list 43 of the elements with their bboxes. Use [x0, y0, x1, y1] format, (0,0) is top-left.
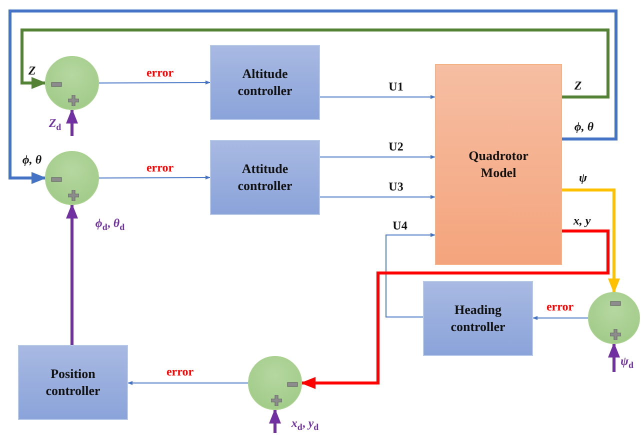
model-block: Quadrotor Model [435, 64, 562, 265]
arrow [386, 233, 436, 318]
edge-label: error [146, 160, 174, 176]
summing-junction [45, 151, 99, 205]
arrow [98, 80, 210, 85]
arrow [66, 108, 78, 136]
edge-label: U3 [388, 180, 404, 194]
controller-block: Heading controller [423, 281, 533, 356]
arrow [320, 195, 436, 199]
edge-label: U4 [392, 218, 408, 234]
controller-block: Altitude controller [210, 45, 320, 120]
arrow [66, 204, 78, 345]
edge-label: Z [574, 78, 582, 94]
edge-label: error [166, 364, 194, 380]
edge-label: error [146, 66, 174, 80]
signal-label: Z [28, 64, 36, 78]
arrow [562, 188, 620, 294]
arrow [300, 230, 610, 389]
edge-label: U2 [388, 140, 404, 154]
edge-label: x$_{d}$, y$_{d}$ [291, 416, 319, 432]
summing-junction [248, 356, 302, 410]
edge-label: ϕ, θ [574, 120, 594, 134]
controller-block: Position controller [18, 345, 128, 420]
summing-junction [45, 56, 99, 110]
edge-label: ϕ$_{d}$, θ$_{d}$ [95, 216, 125, 232]
edge-label: ψ$_{d}$ [620, 354, 634, 370]
arrow [269, 408, 281, 433]
arrow [608, 342, 620, 372]
arrow [532, 316, 588, 320]
controller-block: Attitude controller [210, 140, 320, 215]
edge-label: ψ [579, 170, 587, 186]
edge-label: x, y [573, 214, 591, 228]
summing-junction [588, 292, 640, 344]
signal-label: ϕ, θ [22, 152, 42, 168]
arrow [20, 28, 610, 98]
edge-label: Z$_{d}$ [48, 116, 62, 132]
arrow [128, 381, 248, 385]
arrow [98, 176, 210, 180]
edge-label: U1 [388, 80, 404, 94]
edge-label: error [546, 300, 574, 314]
arrow [8, 10, 618, 184]
arrow [320, 155, 436, 159]
arrow [320, 95, 436, 99]
